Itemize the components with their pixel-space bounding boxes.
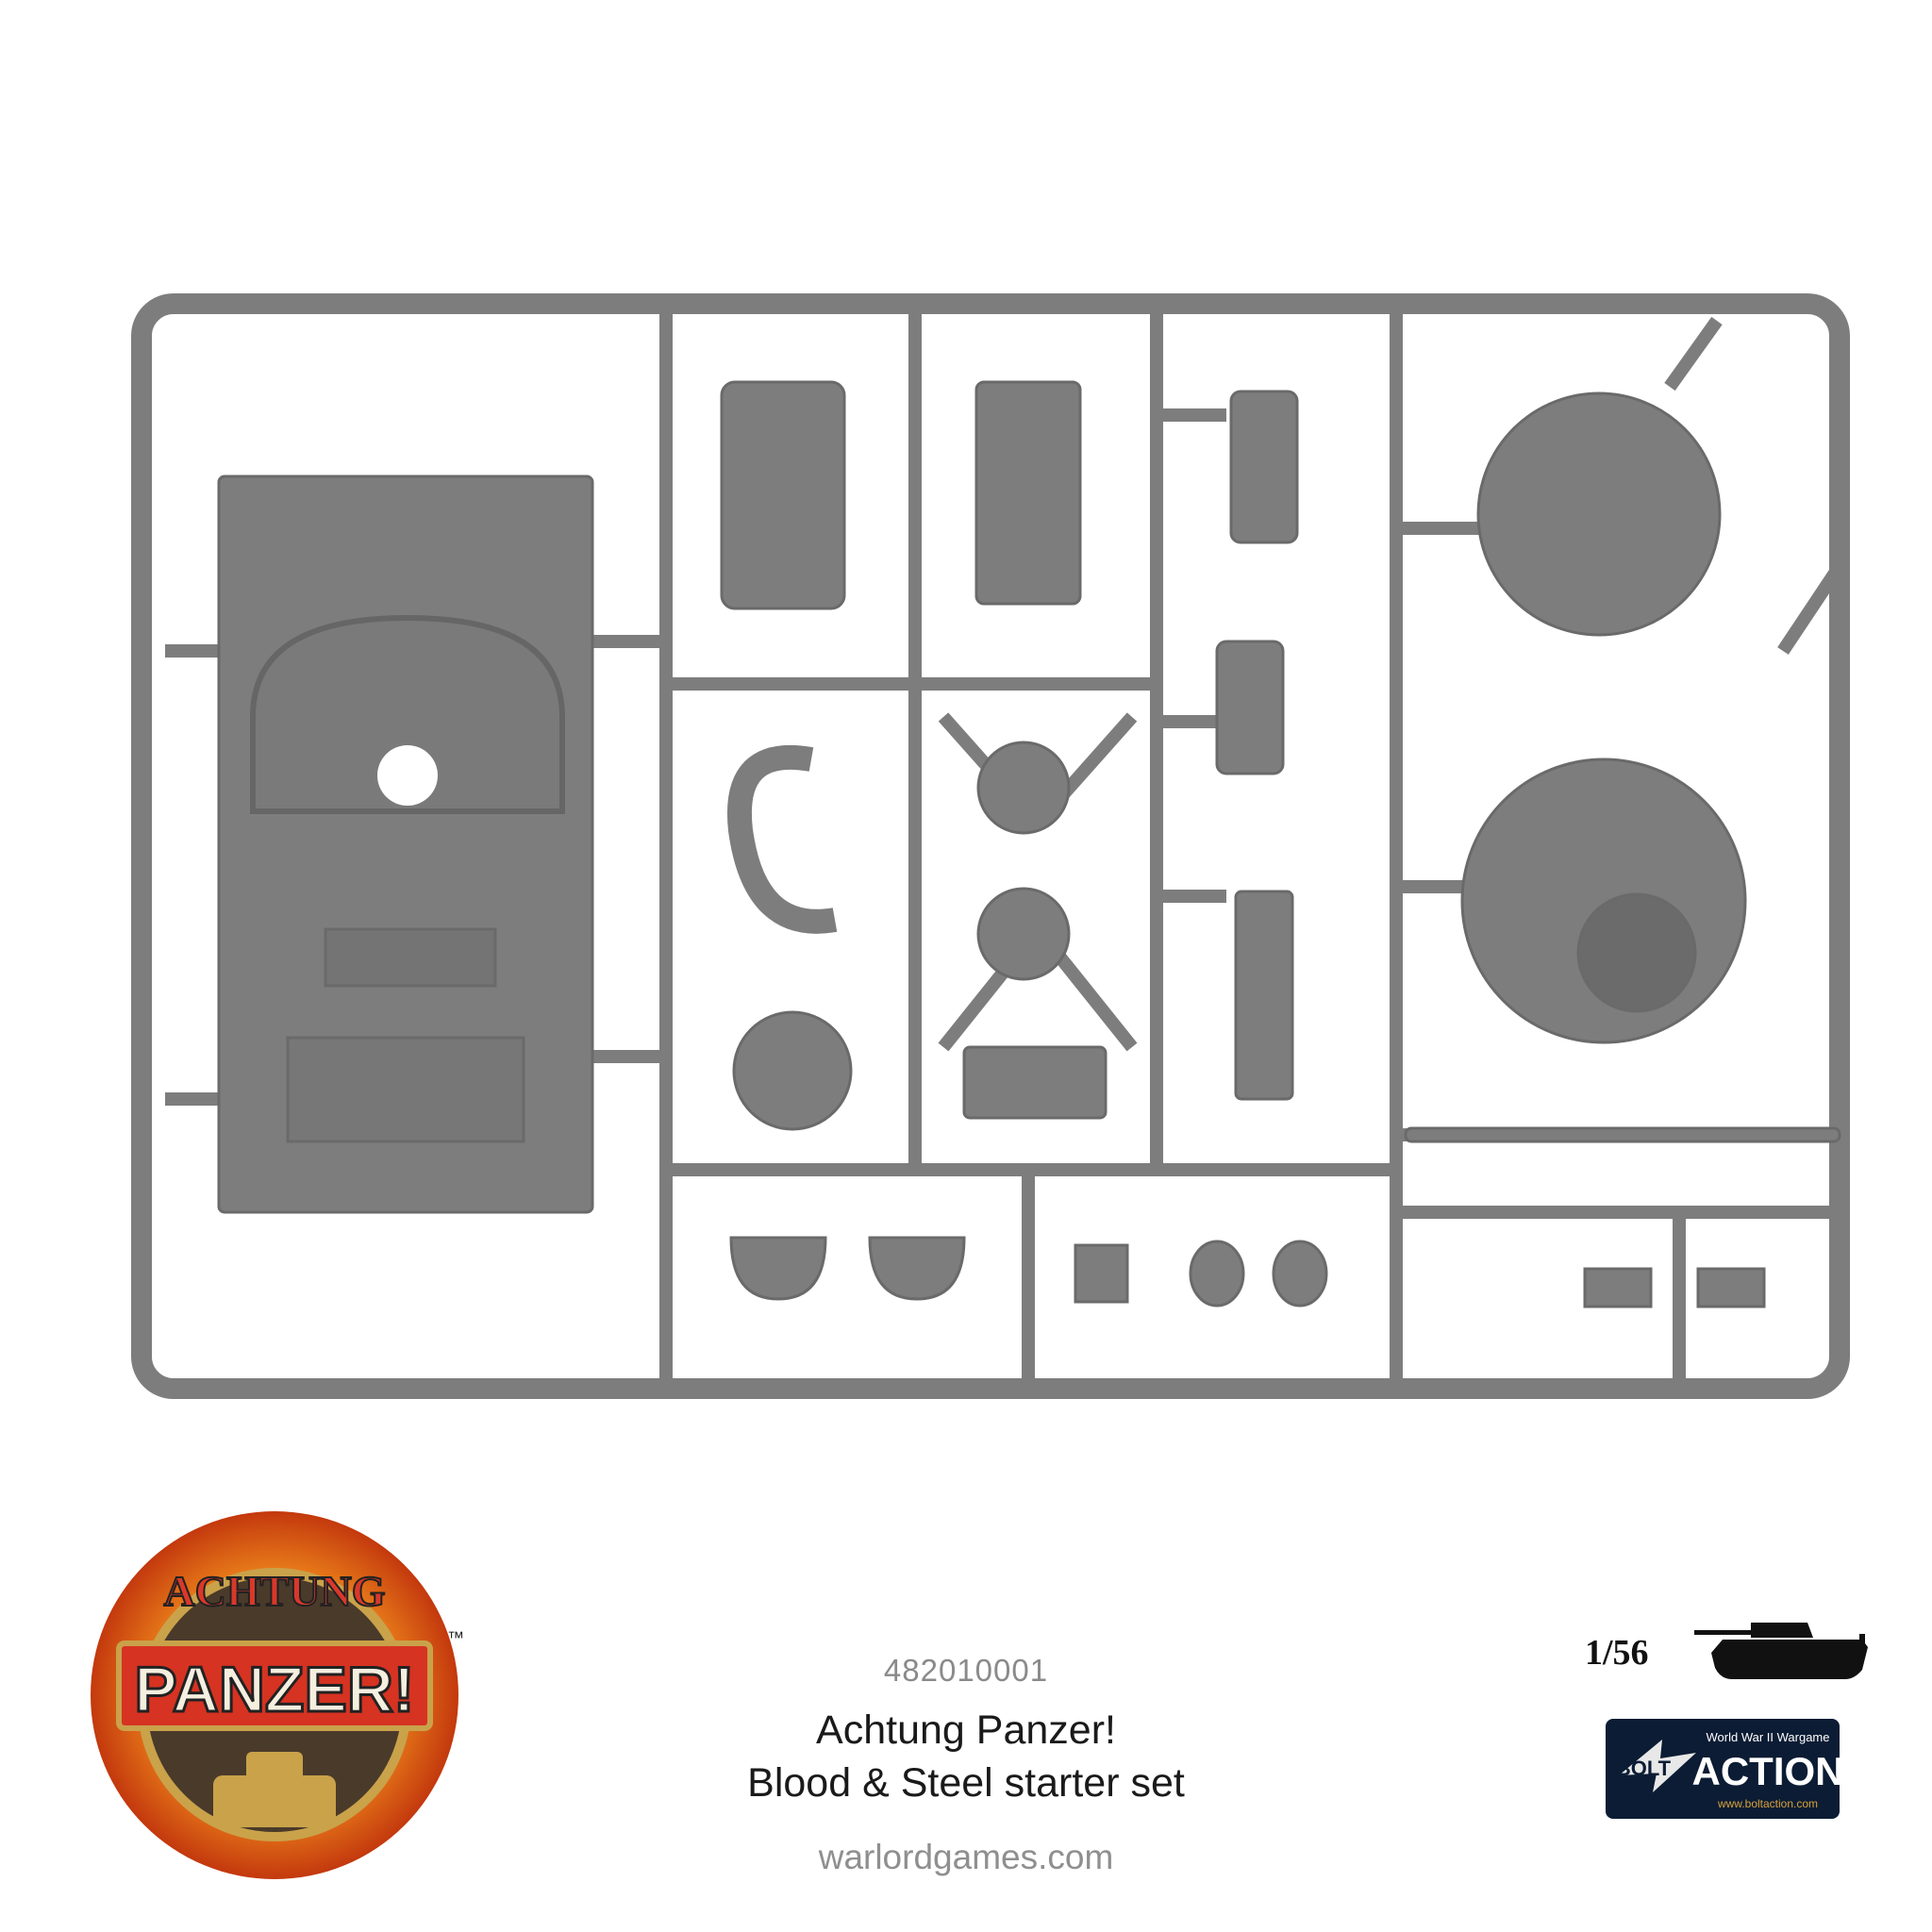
- part: [720, 380, 846, 610]
- product-title-line-1: Achtung Panzer!: [816, 1707, 1116, 1753]
- part: [1234, 890, 1294, 1101]
- part: [974, 380, 1082, 606]
- sprocket-part: [976, 887, 1071, 981]
- part: [962, 1045, 1108, 1120]
- bolt-action-logo: BOLT World War II Wargame ACTION www.bol…: [1606, 1719, 1844, 1819]
- logo-panzer-word: PANZER!: [134, 1654, 414, 1725]
- scale-label: 1/56: [1585, 1633, 1649, 1673]
- product-title-line-2: Blood & Steel starter set: [747, 1760, 1185, 1806]
- logo-achtung-word: ACHTUNG: [163, 1567, 385, 1615]
- sprue-image: [131, 293, 1850, 1399]
- achtung-panzer-logo: ACHTUNG PANZER! ™: [81, 1502, 468, 1889]
- product-code: 482010001: [883, 1653, 1049, 1688]
- sprocket-part: [976, 741, 1071, 835]
- logo-url: www.boltaction.com: [1717, 1797, 1818, 1810]
- part: [732, 1010, 853, 1131]
- sprue-frame: [131, 293, 1850, 1399]
- logo-action-word: ACTION: [1692, 1749, 1840, 1793]
- trademark-symbol: ™: [447, 1628, 464, 1647]
- tank-silhouette-icon: [1694, 1615, 1868, 1683]
- part: [1215, 640, 1285, 775]
- part: [1229, 390, 1299, 544]
- logo-bolt-word: BOLT: [1616, 1757, 1672, 1780]
- website-link[interactable]: warlordgames.com: [818, 1838, 1114, 1876]
- turret-top-part: [1476, 391, 1722, 637]
- logo-tagline: World War II Wargame: [1707, 1730, 1830, 1744]
- barrel-part: [1404, 1126, 1841, 1143]
